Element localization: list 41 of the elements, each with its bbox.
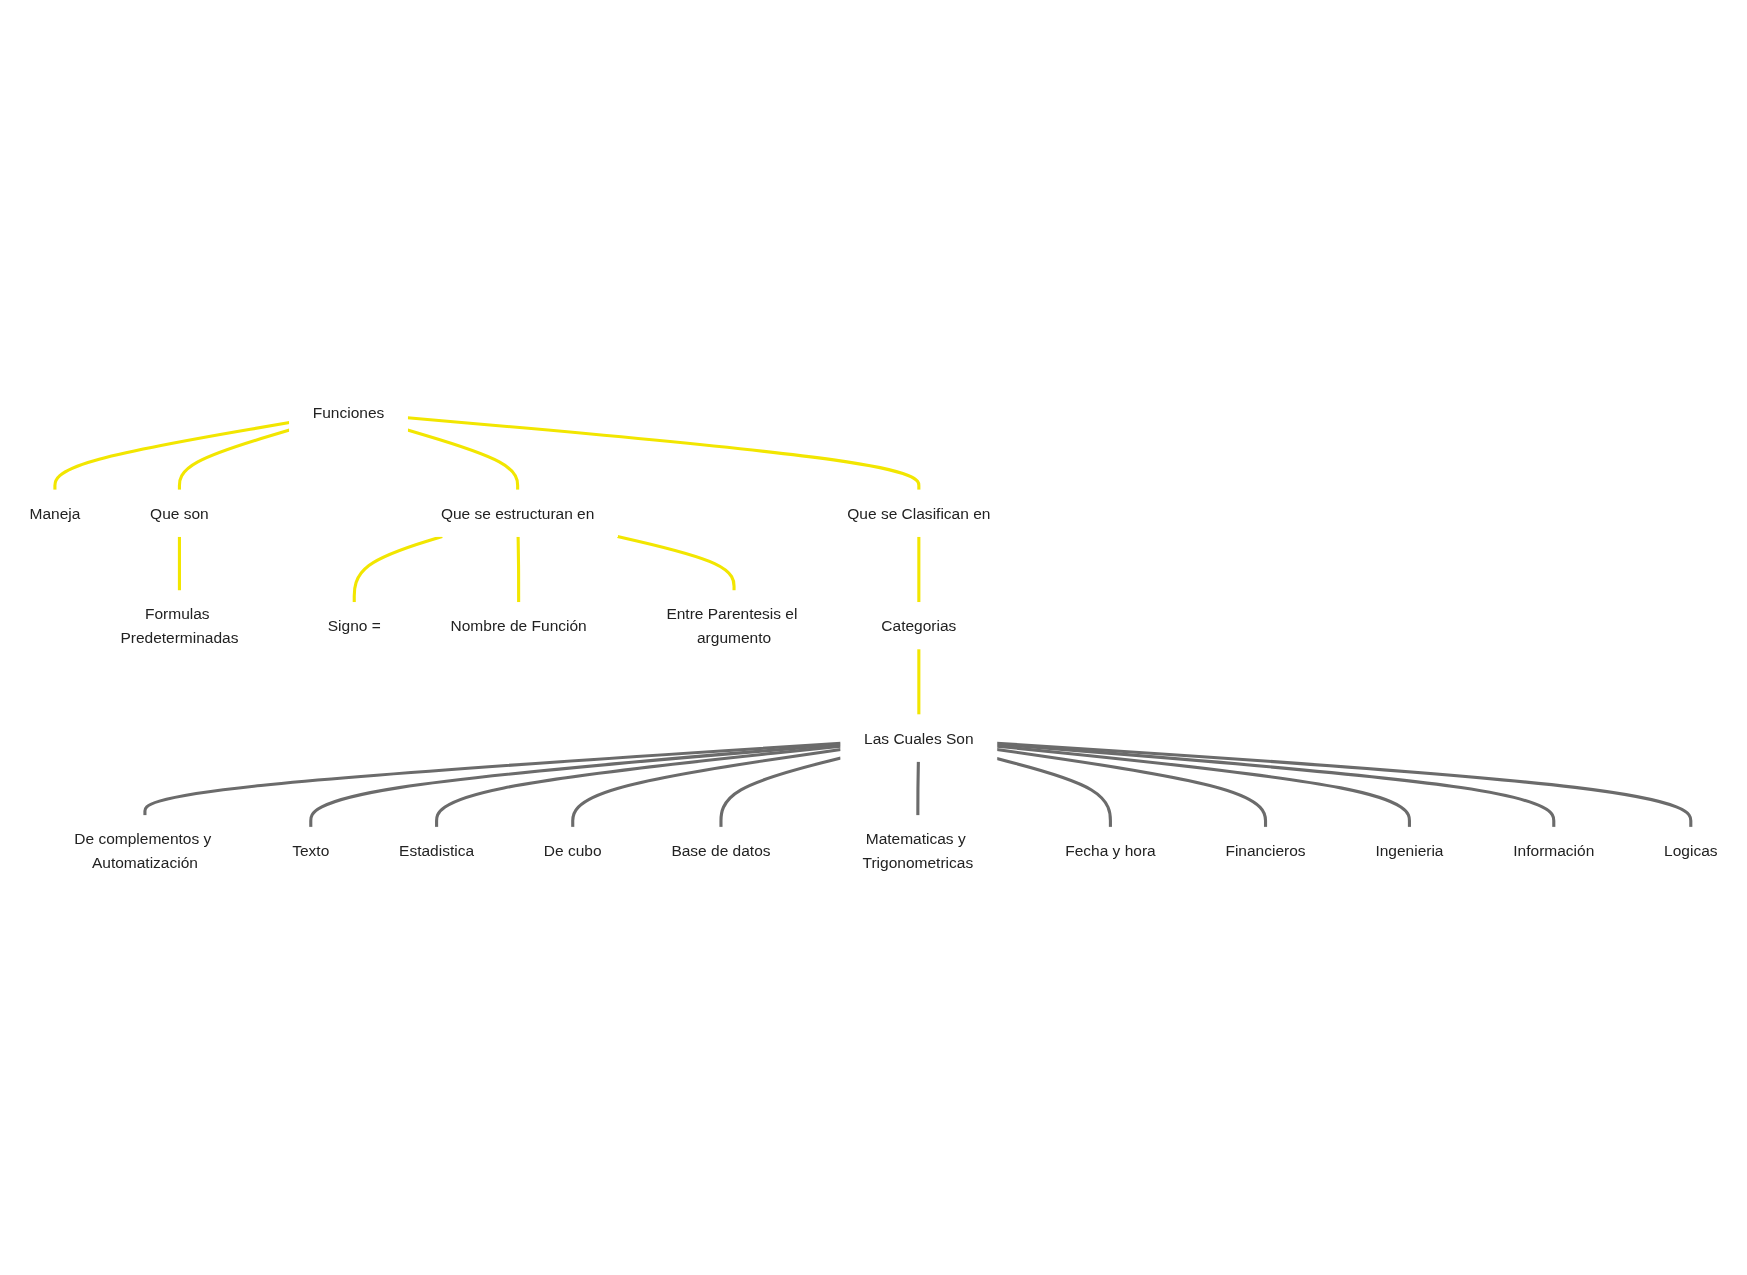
connector <box>917 649 921 715</box>
connector <box>177 536 181 591</box>
connector <box>996 748 1268 828</box>
connector <box>996 757 1112 828</box>
connector <box>996 744 1411 828</box>
node-text: Categorias <box>881 617 957 635</box>
node-text: Maneja <box>29 504 81 522</box>
node-text: Funciones <box>312 404 385 422</box>
node-text: Logicas <box>1664 842 1718 860</box>
node-text: Texto <box>292 842 330 860</box>
connector <box>53 421 290 491</box>
node-text: Matematicas y Trigonometricas <box>862 830 974 871</box>
node-text: Información <box>1513 842 1595 860</box>
connector <box>177 428 290 491</box>
node-text: Que se Clasifican en <box>847 504 991 522</box>
node-text: Estadistica <box>399 842 475 860</box>
connector <box>996 742 1556 828</box>
connector <box>407 428 520 491</box>
connector <box>916 761 920 816</box>
node-text: Formulas Predeterminadas <box>120 605 239 647</box>
connector <box>352 535 443 603</box>
node-text: Entre Parentesis el argumento <box>666 605 798 647</box>
node-text: De cubo <box>543 842 602 860</box>
node-text: De complementos y Automatización <box>74 830 212 871</box>
node-text: Nombre de Función <box>450 617 587 635</box>
node-text: Financieros <box>1225 842 1306 860</box>
node-text: Signo = <box>327 617 381 635</box>
connector <box>917 536 921 603</box>
node-text: Las Cuales Son <box>864 729 974 747</box>
connector <box>435 744 841 828</box>
connector <box>516 536 521 603</box>
connector <box>143 741 841 816</box>
connector <box>309 743 841 828</box>
connector <box>617 535 736 591</box>
node-text: Base de datos <box>671 842 771 860</box>
node-text: Ingenieria <box>1375 842 1444 860</box>
connector <box>719 756 842 828</box>
node-text: Que se estructuran en <box>440 504 595 522</box>
connector <box>571 748 842 828</box>
node-text: Que son <box>150 504 209 522</box>
node-text: Fecha y hora <box>1065 842 1156 860</box>
